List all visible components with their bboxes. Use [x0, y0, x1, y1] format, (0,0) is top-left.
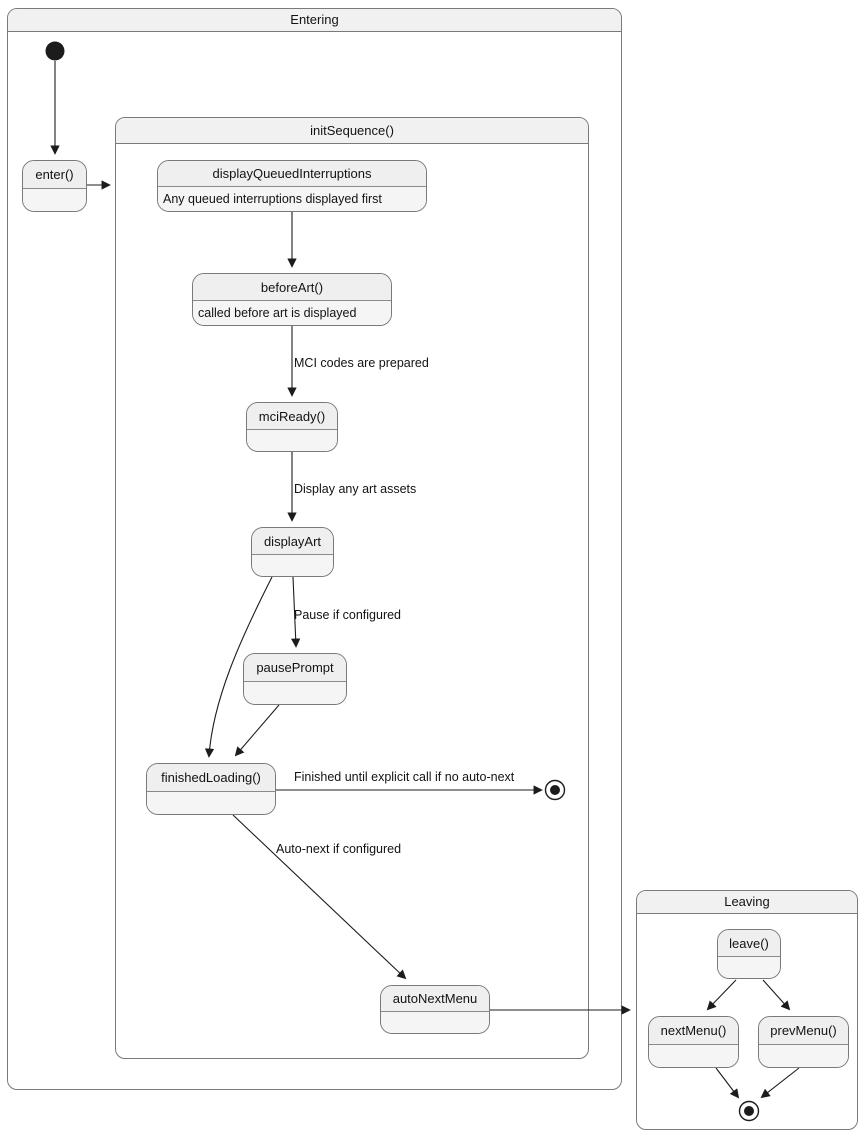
state-next-menu-label: nextMenu() — [649, 1017, 738, 1045]
state-mci-ready-label: mciReady() — [247, 403, 337, 430]
container-leaving-title: Leaving — [637, 891, 857, 914]
state-prev-menu-body — [759, 1045, 848, 1067]
state-pause-prompt: pausePrompt — [243, 653, 347, 705]
state-auto-next-menu: autoNextMenu — [380, 985, 490, 1034]
state-pause-prompt-body — [244, 682, 346, 704]
transition-label-mci-codes: MCI codes are prepared — [294, 356, 429, 370]
state-pause-prompt-label: pausePrompt — [244, 654, 346, 682]
state-display-queued-interruptions: displayQueuedInterruptions Any queued in… — [157, 160, 427, 212]
state-auto-next-menu-label: autoNextMenu — [381, 986, 489, 1012]
state-mci-ready: mciReady() — [246, 402, 338, 452]
state-finished-loading-label: finishedLoading() — [147, 764, 275, 792]
state-display-art: displayArt — [251, 527, 334, 577]
state-enter: enter() — [22, 160, 87, 212]
container-init-sequence-title: initSequence() — [116, 118, 588, 144]
state-leave-body — [718, 957, 780, 978]
transition-label-finished: Finished until explicit call if no auto-… — [294, 770, 515, 784]
state-prev-menu: prevMenu() — [758, 1016, 849, 1068]
state-mci-ready-body — [247, 430, 337, 451]
state-leave: leave() — [717, 929, 781, 979]
transition-label-pause: Pause if configured — [294, 608, 402, 622]
state-display-queued-interruptions-description: Any queued interruptions displayed first — [158, 187, 426, 211]
state-prev-menu-label: prevMenu() — [759, 1017, 848, 1045]
state-next-menu: nextMenu() — [648, 1016, 739, 1068]
state-finished-loading: finishedLoading() — [146, 763, 276, 815]
state-display-art-label: displayArt — [252, 528, 333, 555]
state-before-art-description: called before art is displayed — [193, 301, 391, 325]
state-before-art-label: beforeArt() — [193, 274, 391, 301]
transition-label-display-assets: Display any art assets — [294, 482, 417, 496]
state-before-art: beforeArt() called before art is display… — [192, 273, 392, 326]
transition-label-auto-next: Auto-next if configured — [276, 842, 402, 856]
container-init-sequence: initSequence() — [115, 117, 589, 1059]
state-finished-loading-body — [147, 792, 275, 814]
state-enter-body — [23, 189, 86, 211]
state-leave-label: leave() — [718, 930, 780, 957]
state-enter-label: enter() — [23, 161, 86, 189]
container-entering-title: Entering — [8, 9, 621, 32]
state-display-queued-interruptions-label: displayQueuedInterruptions — [158, 161, 426, 187]
state-next-menu-body — [649, 1045, 738, 1067]
container-leaving: Leaving — [636, 890, 858, 1130]
state-display-art-body — [252, 555, 333, 576]
state-auto-next-menu-body — [381, 1012, 489, 1033]
